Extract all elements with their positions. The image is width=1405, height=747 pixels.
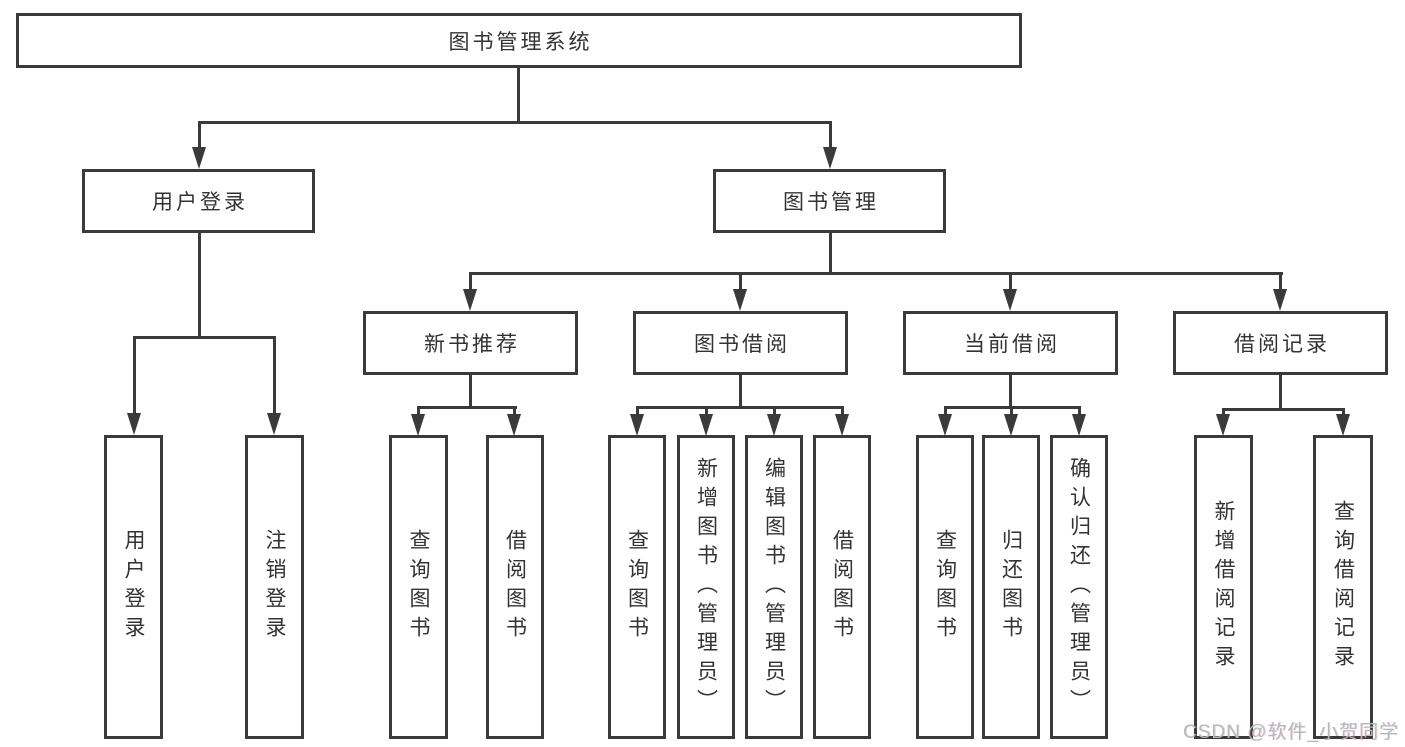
- leaf-label: 新增借阅记录: [1212, 500, 1235, 674]
- connector-line: [417, 406, 517, 409]
- connector-line: [739, 272, 742, 294]
- leaf-borrowing-borrow-books: 借阅图书: [813, 435, 871, 739]
- arrow-down-icon: [823, 147, 837, 169]
- connector-line: [198, 121, 201, 151]
- connector-line: [841, 406, 844, 418]
- leaf-current-query-books: 查询图书: [916, 435, 974, 739]
- connector-line: [636, 406, 639, 418]
- connector-line: [1279, 272, 1282, 294]
- arrow-down-icon: [1336, 414, 1350, 436]
- arrow-down-icon: [630, 414, 644, 436]
- connector-line: [133, 336, 276, 339]
- leaf-label: 用户登录: [122, 529, 145, 645]
- leaf-label: 查询图书: [625, 529, 649, 645]
- arrow-down-icon: [733, 289, 747, 311]
- arrow-down-icon: [507, 414, 521, 436]
- connector-line: [1222, 408, 1345, 411]
- arrow-down-icon: [127, 413, 141, 435]
- node-current-borrowing: 当前借阅: [903, 311, 1118, 375]
- node-library-management-system: 图书管理系统: [16, 13, 1022, 68]
- node-borrowing-records: 借阅记录: [1173, 311, 1388, 375]
- arrow-down-icon: [1004, 414, 1018, 436]
- arrow-down-icon: [1003, 289, 1017, 311]
- connector-line: [1078, 406, 1081, 418]
- connector-line: [469, 272, 472, 294]
- leaf-label: 查询图书: [407, 529, 430, 645]
- arrow-down-icon: [699, 414, 713, 436]
- leaf-current-return-books: 归还图书: [982, 435, 1040, 739]
- connector-line: [1222, 408, 1225, 418]
- connector-line: [513, 406, 516, 418]
- connector-line: [829, 121, 832, 151]
- leaf-records-query-record: 查询借阅记录: [1313, 435, 1373, 739]
- connector-line: [469, 272, 1283, 275]
- leaf-label: 归还图书: [999, 529, 1023, 645]
- connector-line: [198, 231, 201, 339]
- leaf-label: 注销登录: [263, 529, 286, 645]
- node-book-management: 图书管理: [713, 169, 946, 233]
- arrow-down-icon: [938, 414, 952, 436]
- arrow-down-icon: [1273, 289, 1287, 311]
- arrow-down-icon: [411, 414, 425, 436]
- leaf-current-confirm-return-admin: 确认归还（管理员）: [1050, 435, 1108, 739]
- connector-line: [133, 336, 136, 416]
- connector-line: [1009, 373, 1012, 409]
- node-book-borrowing: 图书借阅: [633, 311, 848, 375]
- arrow-down-icon: [835, 414, 849, 436]
- connector-line: [773, 406, 776, 418]
- connector-line: [636, 406, 844, 409]
- arrow-down-icon: [192, 147, 206, 169]
- arrow-down-icon: [463, 289, 477, 311]
- leaf-label: 借阅图书: [503, 529, 527, 645]
- leaf-label: 查询图书: [933, 529, 957, 645]
- connector-line: [1279, 373, 1282, 411]
- connector-line: [469, 373, 472, 409]
- arrow-down-icon: [767, 414, 781, 436]
- leaf-logout: 注销登录: [245, 435, 304, 739]
- arrow-down-icon: [267, 413, 281, 435]
- leaf-label: 借阅图书: [830, 529, 854, 645]
- leaf-newbook-borrow-books: 借阅图书: [486, 435, 544, 739]
- node-user-login: 用户登录: [82, 169, 315, 233]
- leaf-label: 新增图书（管理员）: [694, 456, 718, 718]
- connector-line: [198, 121, 832, 124]
- connector-line: [944, 406, 947, 418]
- arrow-down-icon: [1216, 414, 1230, 436]
- leaf-borrowing-edit-books-admin: 编辑图书（管理员）: [745, 435, 803, 739]
- connector-line: [1009, 272, 1012, 294]
- connector-line: [1010, 406, 1013, 418]
- leaf-label: 查询借阅记录: [1331, 500, 1355, 674]
- leaf-user-login: 用户登录: [104, 435, 163, 739]
- connector-line: [417, 406, 420, 418]
- csdn-watermark: CSDN @软件_小贺同学: [1183, 722, 1399, 743]
- leaf-borrowing-query-books: 查询图书: [608, 435, 666, 739]
- connector-line: [829, 231, 832, 275]
- connector-line: [1342, 408, 1345, 418]
- connector-line: [705, 406, 708, 418]
- leaf-newbook-query-books: 查询图书: [389, 435, 448, 739]
- leaf-label: 编辑图书（管理员）: [762, 456, 786, 718]
- connector-line: [517, 66, 520, 124]
- arrow-down-icon: [1072, 414, 1086, 436]
- connector-line: [273, 336, 276, 416]
- connector-line: [739, 373, 742, 409]
- leaf-label: 确认归还（管理员）: [1067, 456, 1091, 718]
- leaf-records-add-record: 新增借阅记录: [1194, 435, 1253, 739]
- node-new-book-recommend: 新书推荐: [363, 311, 578, 375]
- leaf-borrowing-add-books-admin: 新增图书（管理员）: [677, 435, 735, 739]
